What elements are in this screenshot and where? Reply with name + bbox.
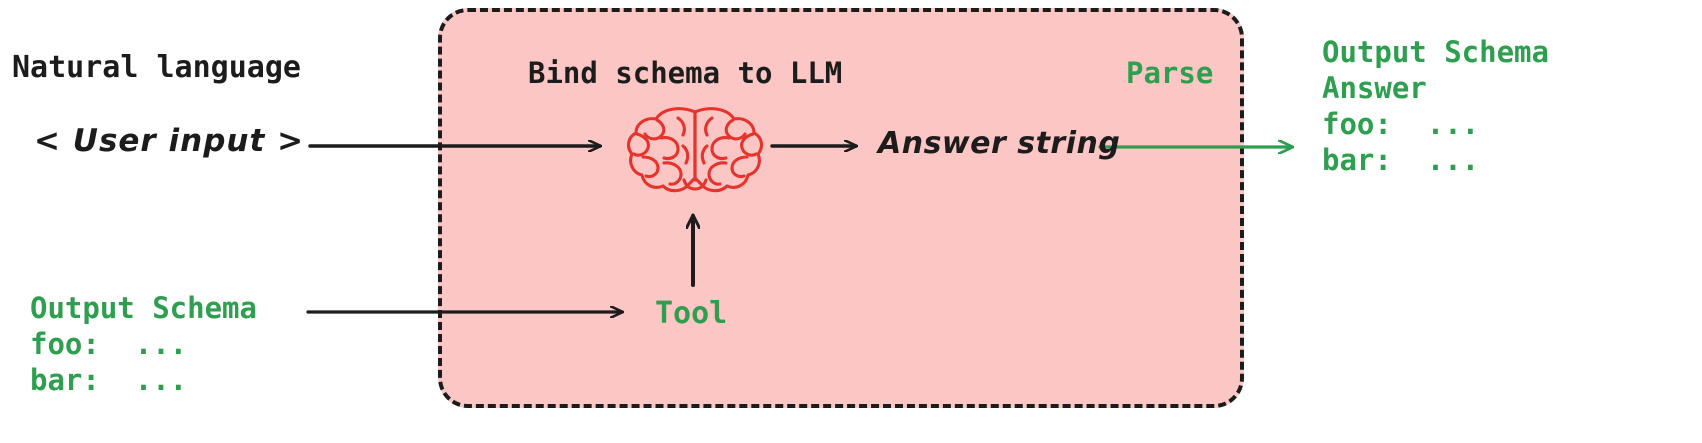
bind-schema-title: Bind schema to LLM [528, 56, 843, 90]
natural-language-label: Natural language [12, 50, 301, 85]
output-schema-line-foo: foo: ... [1322, 107, 1480, 141]
input-schema-block: Output Schema foo: ... bar: ... [30, 290, 257, 398]
user-input-text: < User input > [34, 123, 305, 159]
tool-label: Tool [655, 296, 728, 331]
llm-box-container [438, 8, 1244, 408]
answer-string-text: Answer string [878, 126, 1121, 161]
output-schema-line-bar: bar: ... [1322, 143, 1480, 177]
output-schema-block: Output Schema Answer foo: ... bar: ... [1322, 34, 1549, 178]
input-schema-line-foo: foo: ... [30, 327, 188, 361]
input-schema-title: Output Schema [30, 291, 257, 325]
input-schema-line-bar: bar: ... [30, 363, 188, 397]
output-schema-answer-line: Answer [1322, 71, 1427, 105]
parse-label: Parse [1126, 56, 1214, 90]
output-schema-title: Output Schema [1322, 35, 1549, 69]
